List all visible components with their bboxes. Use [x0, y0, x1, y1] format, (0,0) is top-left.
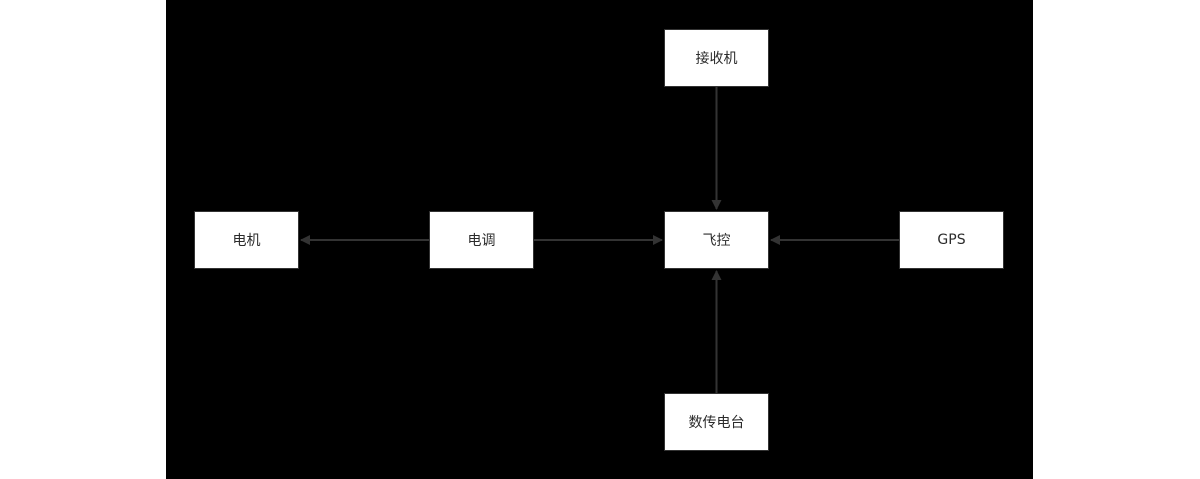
node-gps: GPS: [899, 211, 1004, 269]
node-receiver-label: 接收机: [695, 51, 738, 67]
node-gps-label: GPS: [937, 232, 966, 248]
node-esc: 电调: [429, 211, 534, 269]
node-radio: 数传电台: [664, 393, 769, 451]
node-flight-controller-label: 飞控: [702, 233, 731, 249]
node-motor-label: 电机: [232, 233, 261, 249]
node-receiver: 接收机: [664, 29, 769, 87]
node-esc-label: 电调: [467, 233, 496, 249]
node-motor: 电机: [194, 211, 299, 269]
node-flight-controller: 飞控: [664, 211, 769, 269]
node-radio-label: 数传电台: [688, 415, 745, 431]
